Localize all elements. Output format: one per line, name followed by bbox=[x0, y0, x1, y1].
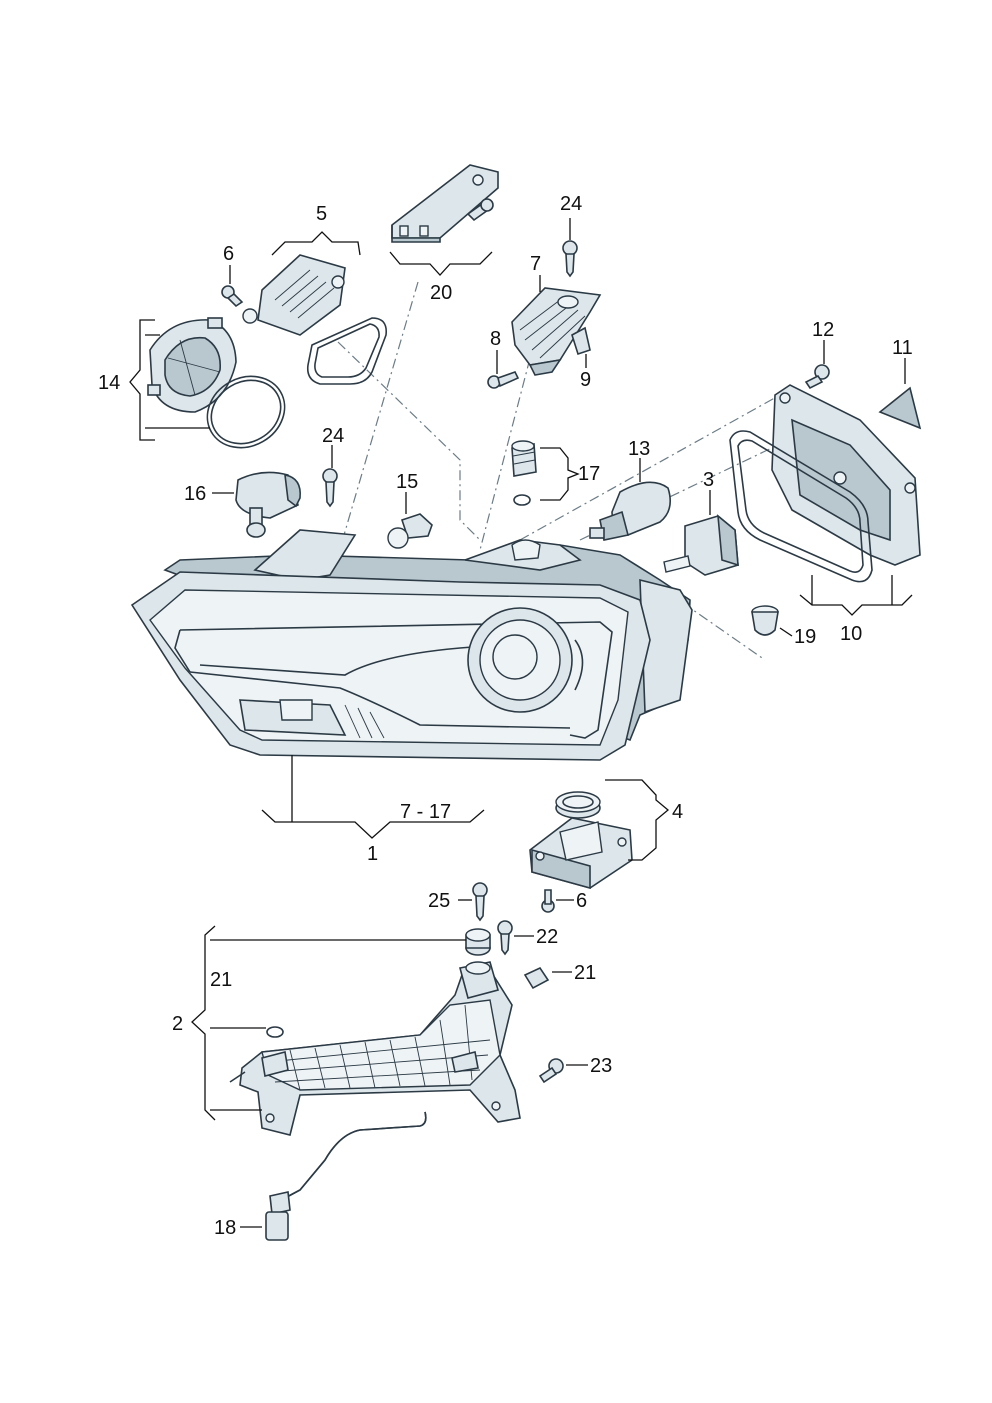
part-4-bracket-line bbox=[605, 779, 670, 861]
part-1-headlight-housing[interactable] bbox=[130, 529, 693, 761]
label-6-bottom: 6 bbox=[576, 890, 587, 912]
part-6-screw-bottom[interactable] bbox=[541, 889, 555, 913]
label-13: 13 bbox=[628, 438, 650, 460]
part-14-bracket-line bbox=[129, 319, 155, 441]
part-2-bracket-line-21 bbox=[210, 939, 466, 1111]
part-24-screw-left[interactable] bbox=[322, 468, 338, 508]
label-24-top: 24 bbox=[560, 193, 582, 215]
part-2-lower-bracket[interactable] bbox=[229, 961, 521, 1136]
part-14-o-ring[interactable] bbox=[194, 363, 297, 462]
part-2-bracket-line bbox=[191, 925, 216, 1121]
label-16: 16 bbox=[184, 483, 206, 505]
label-21-right: 21 bbox=[574, 962, 596, 984]
label-15: 15 bbox=[396, 471, 418, 493]
part-21-clip[interactable] bbox=[523, 966, 550, 990]
label-4: 4 bbox=[672, 801, 683, 823]
label-23: 23 bbox=[590, 1055, 612, 1077]
part-4-ring[interactable] bbox=[555, 791, 601, 819]
label-10: 10 bbox=[840, 623, 862, 645]
label-14: 14 bbox=[98, 372, 120, 394]
label-9: 9 bbox=[580, 369, 591, 391]
part-17-bracket-line bbox=[540, 447, 580, 501]
part-20-bracket-line bbox=[389, 251, 493, 276]
label-7: 7 bbox=[530, 253, 541, 275]
part-19-plug[interactable] bbox=[751, 605, 779, 636]
part-1-bracket-line bbox=[261, 755, 485, 839]
label-8: 8 bbox=[490, 328, 501, 350]
part-13-actuator[interactable] bbox=[589, 481, 671, 541]
part-7-bracket[interactable] bbox=[511, 287, 602, 376]
label-18: 18 bbox=[214, 1217, 236, 1239]
part-17-washer[interactable] bbox=[513, 494, 531, 506]
label-19: 19 bbox=[794, 626, 816, 648]
part-3-bulb[interactable] bbox=[663, 514, 739, 576]
part-5-module[interactable] bbox=[242, 254, 346, 336]
part-5-bracket-line bbox=[271, 231, 361, 256]
part-12-screw[interactable] bbox=[804, 364, 830, 390]
label-6-top: 6 bbox=[223, 243, 234, 265]
label-22: 22 bbox=[536, 926, 558, 948]
label-25: 25 bbox=[428, 890, 450, 912]
label-12: 12 bbox=[812, 319, 834, 341]
part-18-sensor-cable[interactable] bbox=[265, 1111, 427, 1241]
part-16-bulb[interactable] bbox=[235, 471, 302, 538]
part-19-line bbox=[779, 627, 793, 637]
part-11-triangle[interactable] bbox=[878, 386, 922, 430]
part-14-bracket-line-2 bbox=[145, 334, 210, 429]
label-2: 2 bbox=[172, 1013, 183, 1035]
label-1: 1 bbox=[367, 843, 378, 865]
part-20-bracket[interactable] bbox=[391, 164, 499, 243]
part-8-screw[interactable] bbox=[487, 371, 520, 389]
part-6-screw-top[interactable] bbox=[221, 285, 244, 308]
label-20: 20 bbox=[430, 282, 452, 304]
part-10-bracket-line bbox=[799, 594, 913, 616]
part-21-bushing[interactable] bbox=[465, 928, 491, 956]
part-4-ballast[interactable] bbox=[529, 817, 633, 890]
label-21-left: 21 bbox=[210, 969, 232, 991]
part-24-screw-top[interactable] bbox=[562, 240, 578, 278]
part-23-screw[interactable] bbox=[538, 1058, 564, 1084]
part-21-washer[interactable] bbox=[266, 1026, 284, 1038]
part-22-screw[interactable] bbox=[497, 920, 513, 956]
part-15-bulb[interactable] bbox=[387, 513, 433, 549]
label-17: 17 bbox=[578, 463, 600, 485]
part-9-clip[interactable] bbox=[571, 326, 591, 356]
part-17-adjuster[interactable] bbox=[511, 440, 537, 477]
label-24-left: 24 bbox=[322, 425, 344, 447]
part-10-bracket-line-2 bbox=[811, 575, 893, 605]
part-10-gasket[interactable] bbox=[729, 430, 873, 583]
part-14-cap[interactable] bbox=[147, 317, 237, 413]
label-11: 11 bbox=[892, 337, 913, 359]
part-25-screw[interactable] bbox=[472, 882, 488, 922]
label-3: 3 bbox=[703, 469, 714, 491]
part-5-gasket[interactable] bbox=[306, 317, 388, 385]
label-1-range: 7 - 17 bbox=[400, 801, 451, 823]
label-5: 5 bbox=[316, 203, 327, 225]
